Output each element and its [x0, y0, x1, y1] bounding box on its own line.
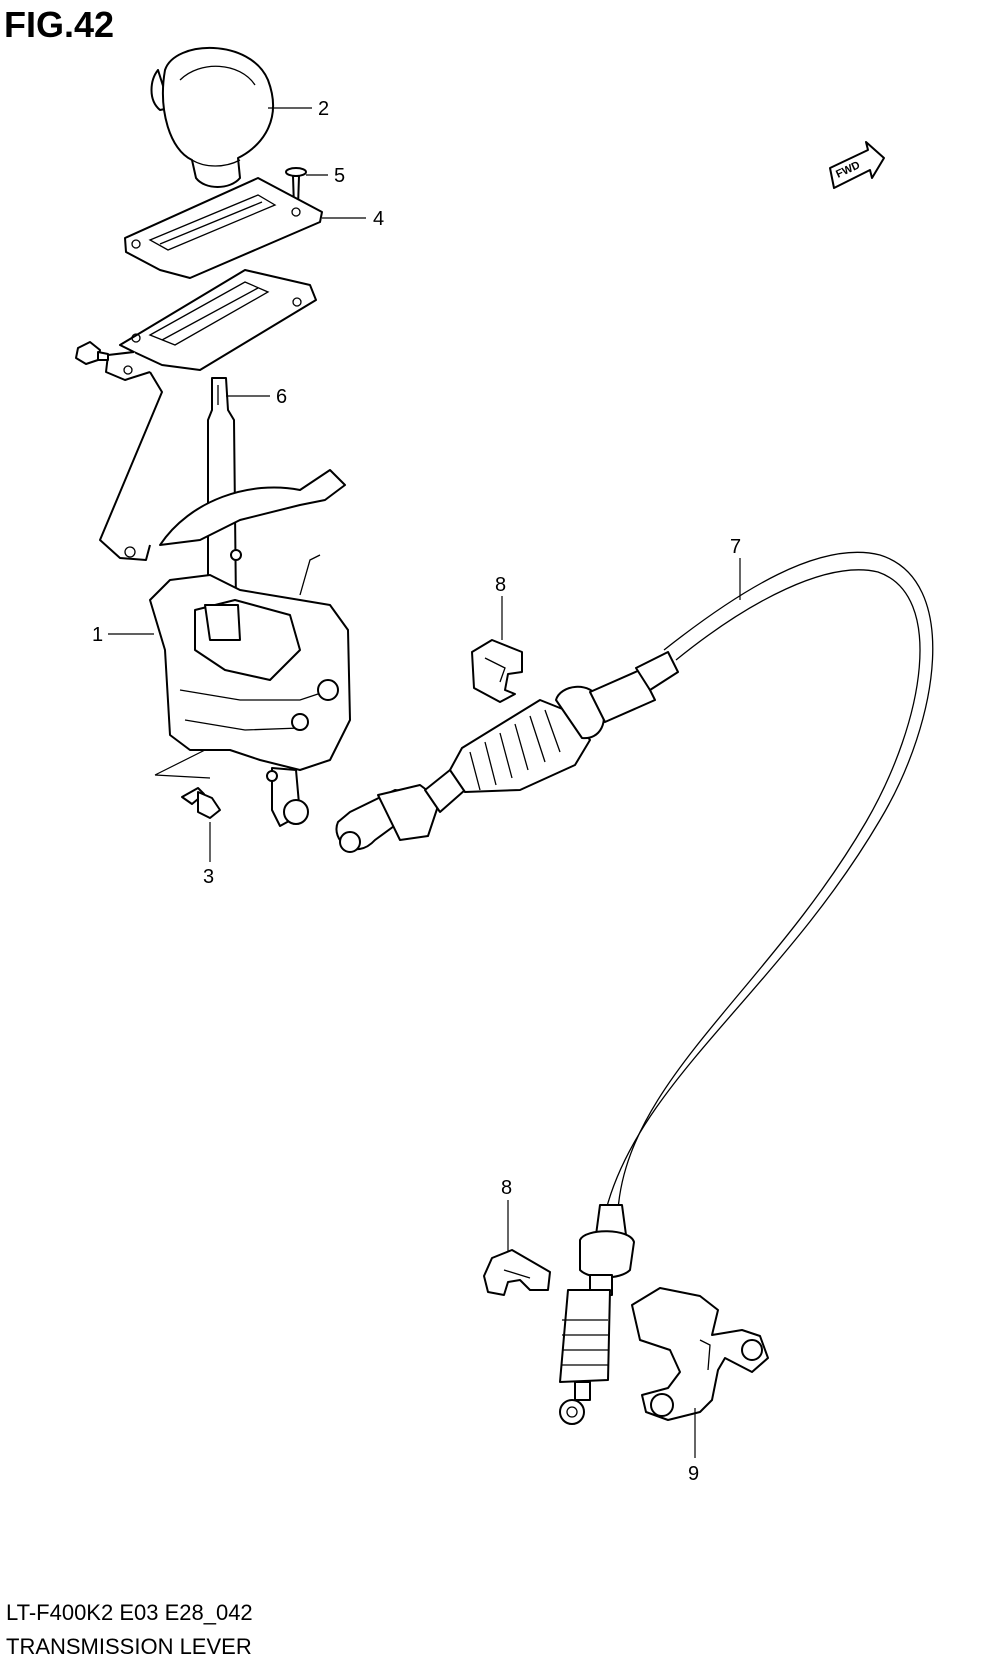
callout-4: 4 — [373, 208, 384, 230]
callout-7: 7 — [730, 536, 741, 558]
transmission-cable — [335, 551, 934, 1211]
leader-lines — [108, 107, 741, 1458]
figure-title: FIG.42 — [4, 4, 115, 45]
gate-bracket — [99, 269, 317, 561]
cover-plate — [124, 177, 323, 279]
callout-labels: 1 2 3 4 5 6 7 8 8 9 — [92, 98, 741, 1485]
cable-clip-upper — [471, 639, 523, 703]
bolt-left — [75, 341, 109, 365]
callout-9: 9 — [688, 1463, 699, 1485]
callout-3: 3 — [203, 866, 214, 888]
mount-bolt — [154, 749, 221, 819]
callout-2: 2 — [318, 98, 329, 120]
callout-1: 1 — [92, 624, 103, 646]
figure-name: TRANSMISSION LEVER — [6, 1634, 252, 1659]
lever-housing — [149, 469, 351, 827]
lever-shaft — [207, 377, 237, 606]
callout-6: 6 — [276, 386, 287, 408]
shift-knob — [150, 46, 274, 188]
figure-code: LT-F400K2 E03 E28_042 — [6, 1600, 253, 1625]
forward-direction-icon: FWD — [829, 141, 885, 189]
cable-lower-end — [559, 1204, 635, 1425]
callout-8-upper: 8 — [495, 574, 506, 596]
callout-5: 5 — [334, 165, 345, 187]
cable-bracket — [631, 1287, 769, 1421]
callout-8-lower: 8 — [501, 1177, 512, 1199]
cable-clip-lower — [483, 1249, 551, 1296]
